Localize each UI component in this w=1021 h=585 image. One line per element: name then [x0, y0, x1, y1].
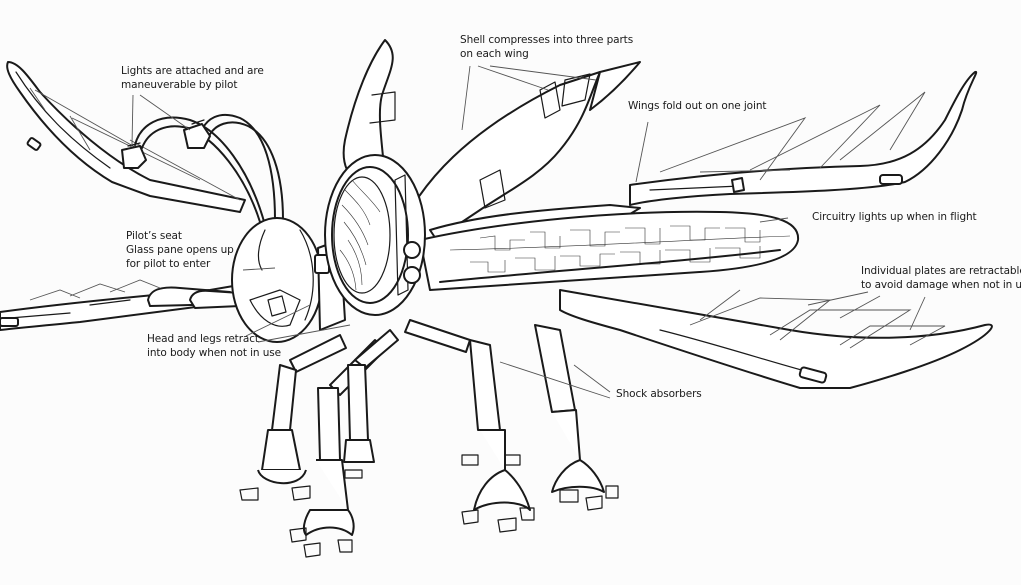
upper-right-wing [629, 70, 978, 206]
annotation-retract: Head and legs retract into body when not… [147, 332, 281, 360]
light-stalks [121, 113, 284, 226]
annotation-shell: Shell compresses into three parts on eac… [460, 33, 633, 61]
annotation-line: Shell compresses into three parts [460, 34, 634, 46]
annotation-line: Individual plates are retractable [861, 265, 1021, 277]
annotation-line: Lights are attached and are [121, 65, 264, 77]
annotation-line: Pilot’s seat [126, 230, 182, 242]
annotation-plates: Individual plates are retractable to avo… [861, 264, 1021, 292]
annotation-line: Wings fold out on one joint [628, 100, 767, 112]
annotation-line: maneuverable by pilot [121, 79, 238, 91]
annotation-line: Head and legs retract [147, 333, 259, 345]
light-left [121, 142, 147, 169]
annotation-line: to avoid damage when not in use [861, 279, 1021, 291]
annotation-pilot-seat: Pilot’s seat Glass pane opens up for pil… [126, 229, 234, 271]
annotation-line: Circuitry lights up when in flight [812, 211, 977, 223]
annotation-line: for pilot to enter [126, 258, 211, 270]
abdomen [419, 210, 800, 291]
light-right [183, 119, 211, 149]
leader-lines [131, 65, 926, 399]
annotation-wings-fold: Wings fold out on one joint [628, 99, 767, 113]
annotation-shock: Shock absorbers [616, 387, 702, 401]
annotation-circuitry: Circuitry lights up when in flight [812, 210, 977, 224]
annotation-line: on each wing [460, 48, 529, 60]
annotation-line: Glass pane opens up [126, 244, 234, 256]
lower-left-wing [0, 279, 251, 331]
annotation-line: Shock absorbers [616, 388, 702, 400]
annotation-line: into body when not in use [147, 347, 281, 359]
annotation-lights: Lights are attached and are maneuverable… [121, 64, 264, 92]
lower-right-wing [559, 289, 993, 389]
legs [239, 319, 619, 558]
thorax-ring [324, 154, 426, 316]
